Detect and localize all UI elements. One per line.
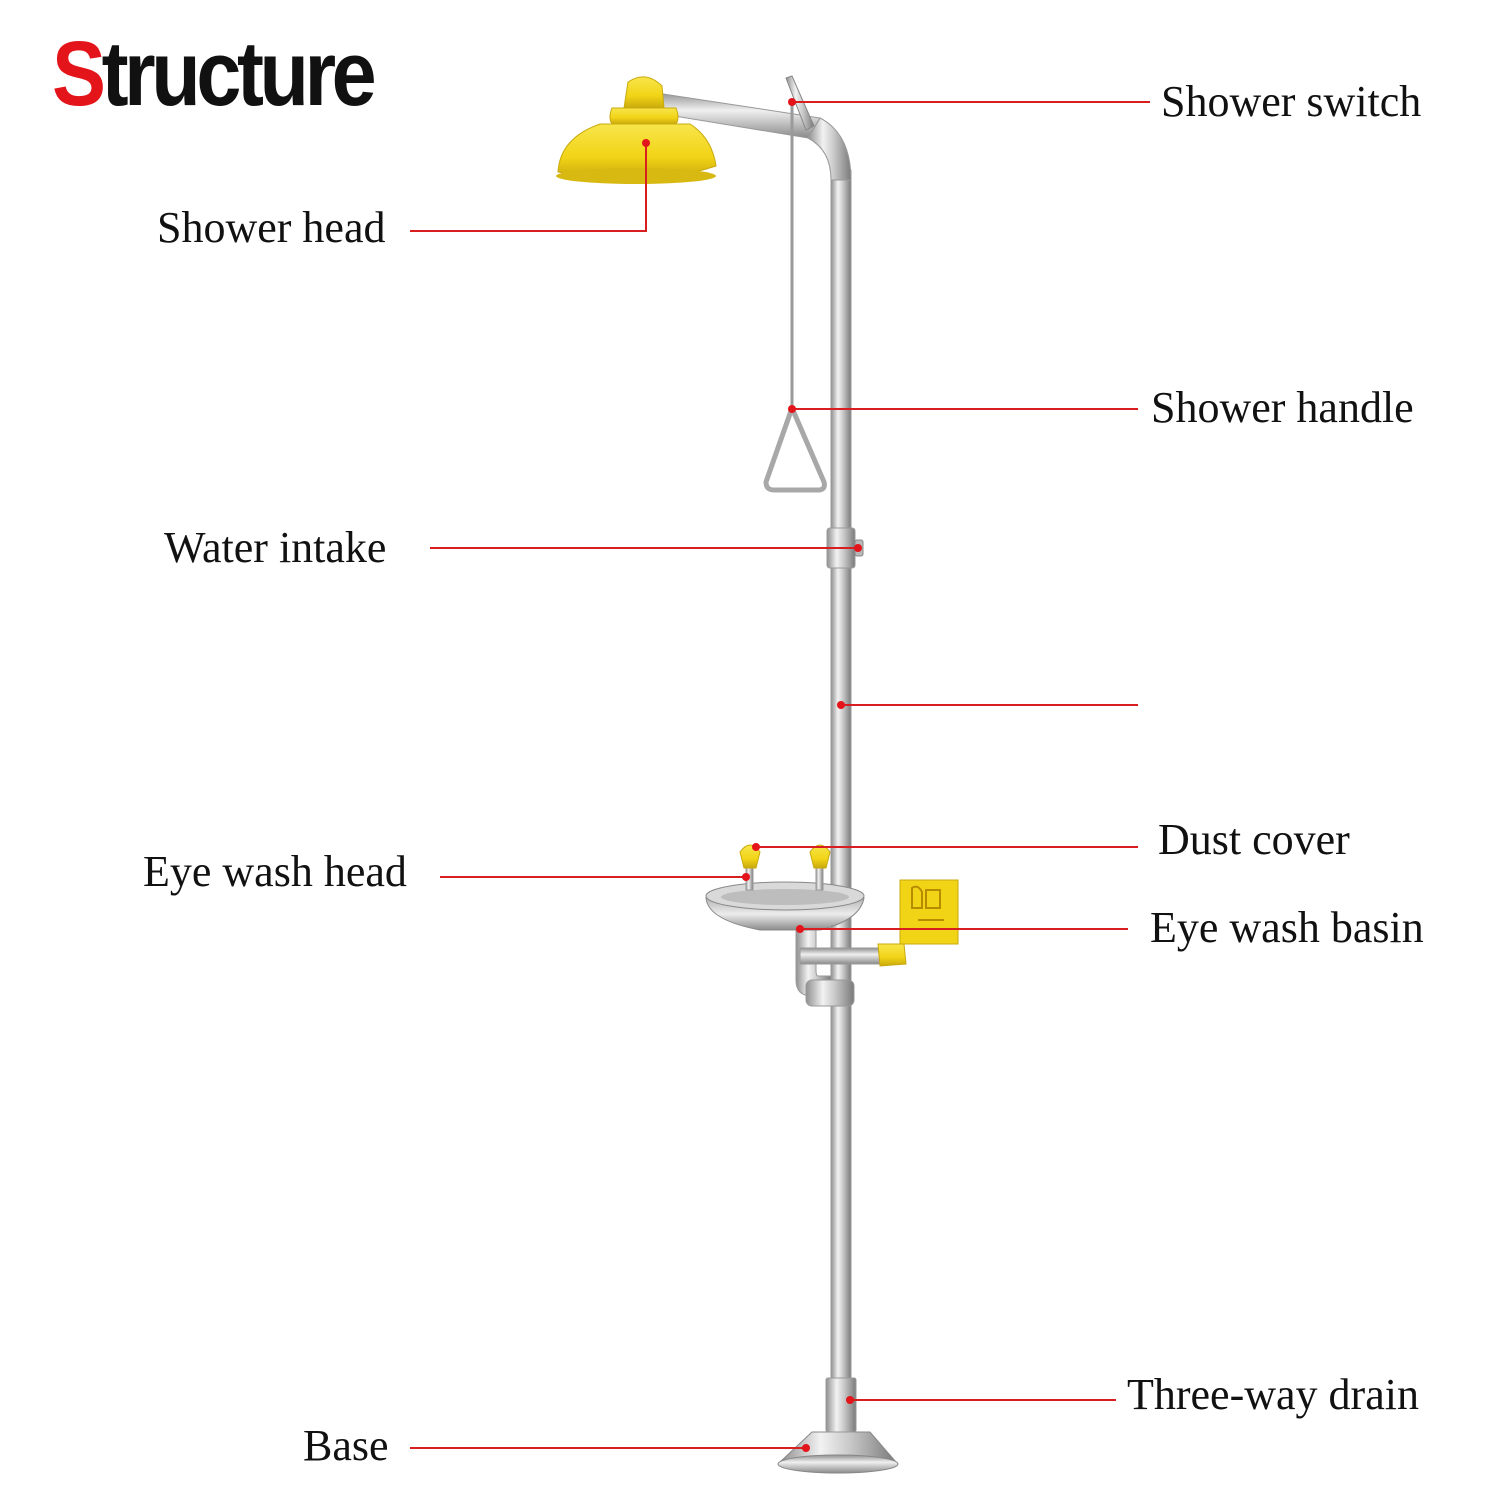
dot-base bbox=[802, 1444, 810, 1452]
label-base: Base bbox=[303, 1421, 389, 1470]
label-eye-wash-basin: Eye wash basin bbox=[1150, 903, 1424, 952]
shower-head-shape bbox=[556, 76, 717, 184]
label-three-way-drain: Three-way drain bbox=[1127, 1370, 1419, 1419]
label-dust-cover: Dust cover bbox=[1158, 815, 1350, 864]
label-eye-wash-head: Eye wash head bbox=[143, 847, 407, 896]
leader-shower-head bbox=[410, 143, 647, 232]
dot-shower-switch bbox=[788, 98, 796, 106]
dot-eye-wash-head bbox=[742, 873, 750, 881]
leader-dots bbox=[642, 98, 862, 1452]
dot-shower-handle bbox=[788, 405, 796, 413]
eye-wash-assembly bbox=[705, 844, 959, 1007]
title-first-letter: S bbox=[52, 23, 106, 125]
dot-pipe bbox=[837, 701, 845, 709]
label-water-intake: Water intake bbox=[164, 523, 387, 572]
dot-dust-cover bbox=[752, 843, 760, 851]
title-rest: tructure bbox=[101, 23, 377, 125]
shower-handle-triangle bbox=[763, 405, 827, 493]
base-plate bbox=[777, 1431, 899, 1474]
label-shower-switch: Shower switch bbox=[1161, 77, 1422, 126]
dot-water-intake bbox=[854, 544, 862, 552]
main-vertical-pipe bbox=[830, 169, 852, 1433]
label-shower-head: Shower head bbox=[157, 203, 386, 252]
label-shower-handle: Shower handle bbox=[1151, 383, 1414, 432]
three-way-drain-sleeve bbox=[825, 1377, 857, 1433]
dot-eye-wash-basin bbox=[796, 925, 804, 933]
dot-three-way-drain bbox=[846, 1396, 854, 1404]
leader-lines bbox=[410, 101, 1150, 1449]
diagram-title: Structure bbox=[52, 28, 377, 120]
dot-shower-head bbox=[642, 139, 650, 147]
